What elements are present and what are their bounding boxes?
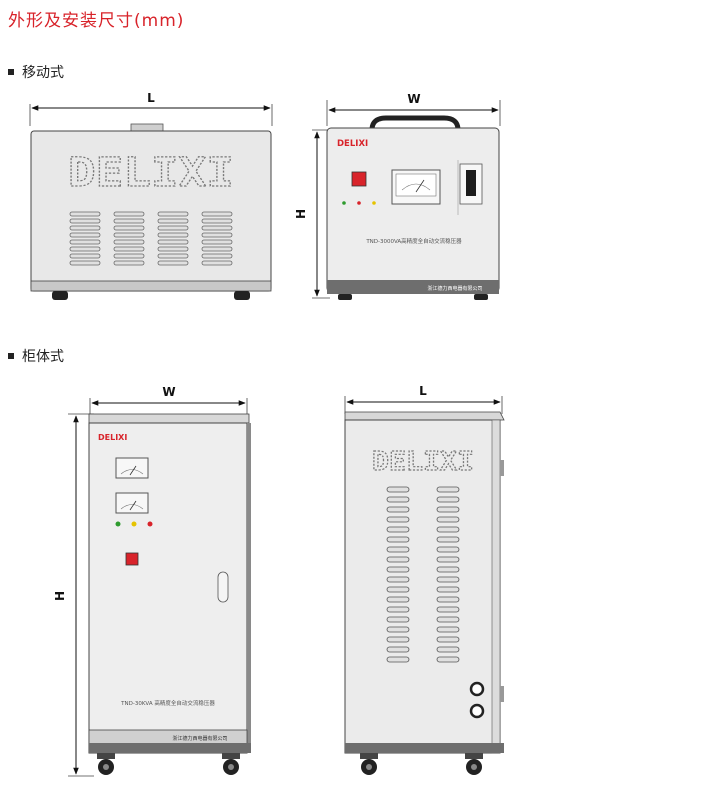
caster-wheels-side [360, 753, 483, 775]
model-label-cabinet: TND-30KVA 高精度全自动交流稳压器 [120, 699, 215, 707]
section-portable: 移动式 [8, 62, 64, 82]
section-cabinet: 柜体式 [8, 346, 64, 366]
case-front [326, 127, 500, 293]
output-meter [115, 492, 149, 514]
dimension-label-w2: W [162, 385, 175, 399]
cabinet-base [89, 743, 251, 753]
door-handle [217, 571, 229, 603]
cabinet-side-panel [344, 419, 501, 754]
bullet-square-icon [8, 69, 14, 75]
cabinet-front-view: W H DELIXI TND-30KVA 高精度全自动交流稳压器 浙江德力西电器… [53, 385, 251, 777]
indicator-green [342, 201, 346, 205]
company-label-cabinet: 浙江德力西电器有限公司 [172, 735, 227, 742]
foot-right [234, 291, 250, 300]
page-title: 外形及安装尺寸(mm) [8, 11, 185, 31]
cabinet-top [88, 413, 250, 424]
power-switch [351, 171, 367, 187]
power-switch-cabinet [125, 552, 139, 566]
portable-side-view: L DELIXI [29, 91, 273, 300]
dimension-label-w: W [407, 92, 420, 106]
indicator-yellow-cabinet [131, 521, 137, 527]
indicator-red-cabinet [147, 521, 153, 527]
brand-logo-cabinet: DELIXI [98, 433, 127, 442]
dimension-label-l2: L [419, 384, 427, 398]
indicator-green-cabinet [115, 521, 121, 527]
case-base [30, 280, 272, 292]
bullet-square-icon [8, 353, 14, 359]
embossed-logo-side: DELIXI [372, 447, 474, 477]
input-meter [115, 457, 149, 479]
carry-handle [369, 115, 461, 131]
cable-port-bottom [469, 703, 485, 719]
section-label-cabinet: 柜体式 [22, 349, 64, 365]
caster-wheels [97, 753, 240, 775]
indicator-yellow [372, 201, 376, 205]
vent-grille [69, 211, 233, 266]
dimension-label-h2: H [53, 591, 67, 601]
foot-left [52, 291, 68, 300]
cabinet-side-view: L DELIXI [344, 384, 505, 775]
dimension-label-l: L [147, 91, 155, 105]
embossed-logo: DELIXI [68, 150, 234, 196]
portable-front-view: W H DELIXI TND-3000VA高精度全自动交流稳压器 浙江德力西电器… [294, 92, 501, 300]
company-label: 浙江德力西电器有限公司 [427, 285, 482, 292]
section-label-portable: 移动式 [22, 65, 64, 81]
dimension-label-h: H [294, 209, 308, 219]
brand-logo: DELIXI [337, 139, 368, 149]
front-base [327, 280, 499, 294]
cable-port-top [469, 681, 485, 697]
model-label: TND-3000VA高精度全自动交流稳压器 [365, 237, 462, 245]
indicator-red [357, 201, 361, 205]
side-vent-grille [386, 486, 460, 663]
